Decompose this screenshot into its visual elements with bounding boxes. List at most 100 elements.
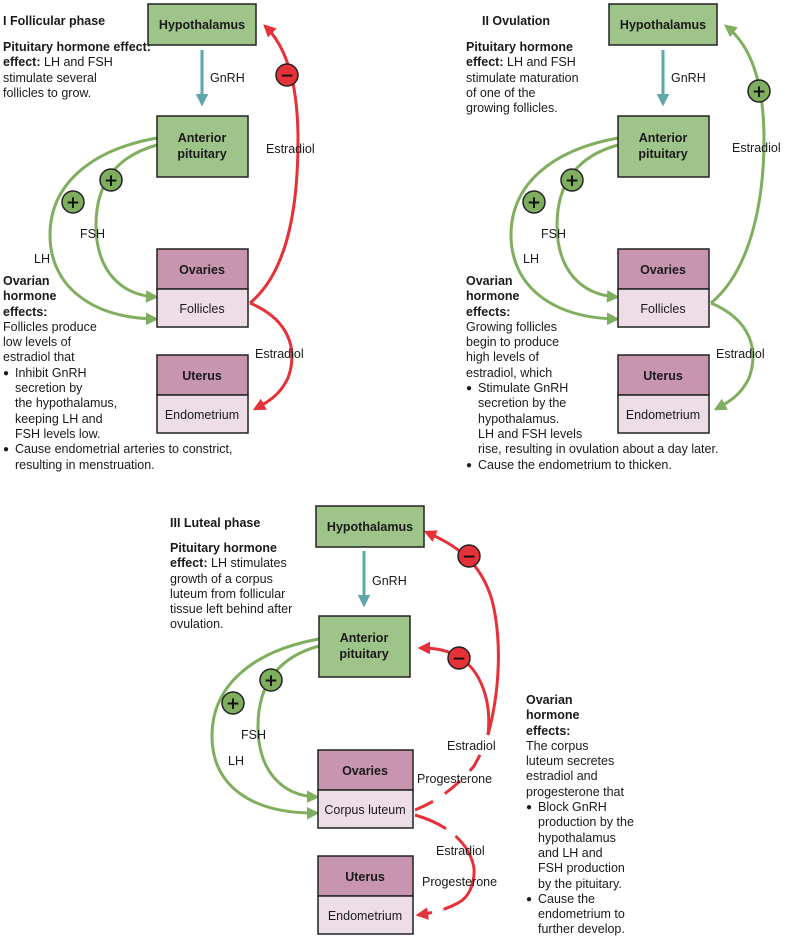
- pituitary-label: pituitary: [177, 147, 226, 161]
- lh-arrow: [48, 136, 159, 326]
- gnrh-label: GnRH: [372, 574, 407, 588]
- anterior-label: Anterior: [639, 131, 688, 145]
- estradiol-top-label: Estradiol: [266, 142, 315, 156]
- estradiol-top-label: Estradiol: [447, 739, 496, 753]
- pituitary-label: pituitary: [339, 647, 388, 661]
- ovaries-label: Ovaries: [342, 764, 388, 778]
- fsh-label: FSH: [241, 728, 266, 742]
- minus-sign-hypothalamus: −: [457, 544, 481, 568]
- ovaries-label: Ovaries: [640, 263, 686, 277]
- estradiol-endometrium-arrow: [710, 301, 755, 411]
- progesterone-top-label: Progesterone: [417, 772, 492, 786]
- ovarian-effects-bullets: Inhibit GnRH secretion by the hypothalam…: [3, 366, 232, 473]
- svg-text:+: +: [104, 171, 118, 191]
- gnrh-label: GnRH: [210, 71, 245, 85]
- follicles-box: [617, 288, 710, 328]
- pituitary-effect-label: Pituitary hormone effect:: [3, 40, 151, 54]
- anterior-label: Anterior: [178, 131, 227, 145]
- corpus-feedback-dashed: [414, 754, 482, 812]
- phase-title: I Follicular phase: [3, 14, 106, 28]
- corpus-luteum-label: Corpus luteum: [324, 803, 405, 817]
- estradiol-bottom-label: Estradiol: [436, 844, 485, 858]
- lh-arrow: [210, 637, 320, 820]
- svg-text:−: −: [280, 66, 294, 86]
- lh-label: LH: [34, 252, 50, 266]
- ovaries-box: [617, 248, 710, 290]
- hypothalamus-box: [147, 3, 257, 46]
- follicles-box: [156, 288, 249, 328]
- plus-sign-fsh: +: [560, 168, 584, 192]
- feedback-hypothalamus-arrow: [423, 530, 500, 736]
- svg-text:+: +: [264, 671, 278, 691]
- panel-luteal: Hypothalamus Anterior pituitary Ovaries …: [210, 505, 500, 935]
- follicles-label: Follicles: [640, 302, 685, 316]
- phase-title: II Ovulation: [482, 14, 551, 28]
- pituitary-label: pituitary: [638, 147, 687, 161]
- bullet-item: Block GnRH production by the hypothalamu…: [526, 800, 634, 892]
- plus-sign-fsh: +: [99, 168, 123, 192]
- fsh-arrow: [256, 644, 320, 804]
- svg-text:+: +: [66, 193, 80, 213]
- uterus-label: Uterus: [345, 870, 385, 884]
- svg-text:+: +: [752, 82, 766, 102]
- hypothalamus-label: Hypothalamus: [620, 18, 706, 32]
- svg-text:+: +: [565, 171, 579, 191]
- bullet-item: Cause the endometrium to further develop…: [526, 892, 634, 938]
- pituitary-effect-text: Pituitary hormone effect: LH and FSH sti…: [466, 40, 579, 116]
- minus-sign: −: [275, 63, 299, 87]
- ovarian-effects-bullets: Block GnRH production by the hypothalamu…: [526, 800, 634, 938]
- svg-text:−: −: [462, 547, 476, 567]
- uterus-label: Uterus: [643, 369, 683, 383]
- lh-label: LH: [228, 754, 244, 768]
- anterior-pituitary-box: [617, 115, 710, 178]
- gnrh-label: GnRH: [671, 71, 706, 85]
- svg-text:−: −: [452, 649, 466, 669]
- svg-text:+: +: [527, 193, 541, 213]
- hypothalamus-box: [315, 505, 425, 548]
- anterior-pituitary-box: [318, 615, 411, 678]
- phase-title: III Luteal phase: [170, 516, 261, 530]
- corpus-luteum-box: [317, 789, 414, 829]
- follicles-label: Follicles: [179, 302, 224, 316]
- fsh-arrow: [94, 143, 159, 303]
- lh-label: LH: [523, 252, 539, 266]
- plus-sign-fsh: +: [259, 668, 283, 692]
- endometrium-label: Endometrium: [328, 909, 402, 923]
- plus-sign-estradiol: +: [747, 79, 771, 103]
- estradiol-feedback-arrow: [249, 24, 300, 305]
- bullet-item: Cause the endometrium to thicken.: [466, 458, 718, 474]
- estradiol-endometrium-arrow: [249, 301, 294, 411]
- fsh-label: FSH: [541, 227, 566, 241]
- pituitary-effect-text: Pituitary hormone effect: LH stimulates …: [170, 541, 293, 632]
- anterior-pituitary-box: [156, 115, 249, 178]
- ovarian-effects-text: Ovarian hormone effects: Follicles produ…: [3, 274, 232, 473]
- bullet-item: Inhibit GnRH secretion by the hypothalam…: [3, 366, 232, 442]
- ovaries-box: [317, 749, 414, 791]
- bullet-item: Stimulate GnRH secretion by the hypothal…: [466, 381, 718, 457]
- uterus-box: [317, 855, 414, 897]
- estradiol-bottom-label: Estradiol: [716, 347, 765, 361]
- plus-sign-lh: +: [61, 190, 85, 214]
- plus-sign-lh: +: [221, 691, 245, 715]
- anterior-label: Anterior: [340, 631, 389, 645]
- progesterone-bottom-label: Progesterone: [422, 875, 497, 889]
- ovarian-effects-text: Ovarian hormone effects: Growing follicl…: [466, 274, 718, 473]
- ovarian-effects-bullets: Stimulate GnRH secretion by the hypothal…: [466, 381, 718, 473]
- hypothalamus-label: Hypothalamus: [327, 520, 413, 534]
- hypothalamus-label: Hypothalamus: [159, 18, 245, 32]
- svg-text:+: +: [226, 694, 240, 714]
- estradiol-top-label: Estradiol: [732, 141, 781, 155]
- minus-sign-pituitary: −: [447, 646, 471, 670]
- hypothalamus-box: [608, 3, 718, 46]
- lh-arrow: [509, 136, 620, 326]
- estradiol-bottom-label: Estradiol: [255, 347, 304, 361]
- ovaries-label: Ovaries: [179, 263, 225, 277]
- fsh-arrow: [555, 143, 620, 303]
- estradiol-feedback-arrow: [710, 24, 766, 305]
- ovarian-effects-text: Ovarian hormone effects: The corpus lute…: [526, 693, 634, 938]
- pituitary-effect-text: Pituitary hormone effect: effect: LH and…: [3, 40, 151, 100]
- corpus-endometrium-arrow: [414, 813, 476, 920]
- bullet-item: Cause endometrial arteries to constrict,…: [3, 442, 232, 473]
- endometrium-box: [317, 895, 414, 935]
- fsh-label: FSH: [80, 227, 105, 241]
